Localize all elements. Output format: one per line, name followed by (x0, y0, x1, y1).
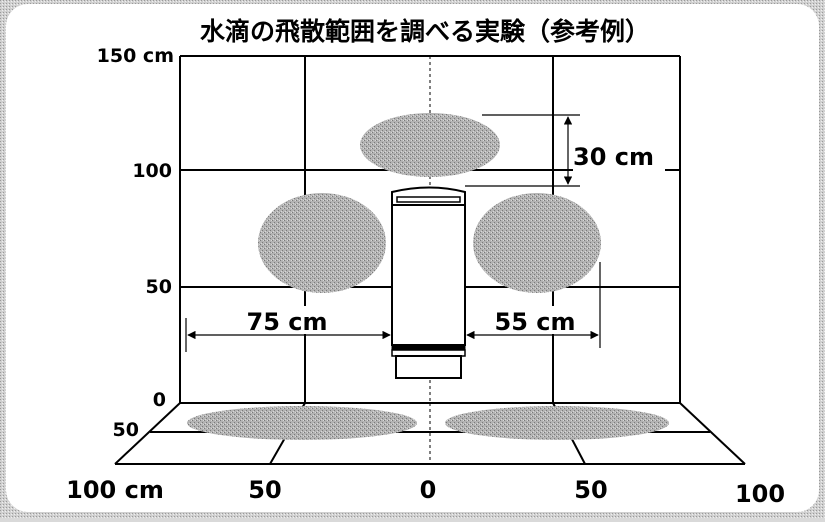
diagram-title: 水滴の飛散範囲を調べる実験（参考例） (200, 17, 650, 46)
dim-left-label-bg (218, 306, 356, 334)
depth-tick-50: 50 (113, 419, 139, 441)
dim-top-label: 30 cm (573, 143, 654, 171)
dimension-left-reach (185, 318, 391, 352)
appliance-unit (391, 186, 466, 379)
y-tick-150: 150 cm (97, 45, 174, 67)
dim-right-label: 55 cm (495, 308, 576, 336)
appliance-top-band (396, 196, 461, 203)
spray-right (473, 193, 601, 293)
dimension-top-gap (465, 114, 580, 187)
y-tick-50: 50 (146, 276, 172, 298)
x-tick-right-100: 100 (735, 480, 785, 508)
dim-right-label-bg (486, 306, 584, 334)
floor-side-left (114, 402, 181, 465)
floor-side-right (679, 402, 746, 465)
spray-left (258, 193, 386, 293)
y-tick-0: 0 (153, 389, 166, 411)
y-axis-labels: 150 cm 100 50 0 (97, 45, 174, 411)
dim-top-label-bg (573, 138, 665, 172)
x-tick-left-100: 100 cm (66, 476, 164, 504)
x-tick-left-50: 50 (248, 476, 281, 504)
spray-floor-right (445, 406, 669, 440)
appliance-stand (395, 355, 462, 379)
x-tick-0: 0 (420, 476, 437, 504)
x-tick-right-50: 50 (574, 476, 607, 504)
dim-left-label: 75 cm (247, 308, 328, 336)
spray-regions (187, 113, 669, 440)
x-axis-labels: 100 cm 50 0 50 100 (66, 476, 785, 508)
dimension-right-reach (466, 262, 601, 348)
appliance-body (391, 204, 466, 346)
spray-floor-left (187, 406, 417, 440)
spray-top (360, 113, 500, 177)
y-tick-100: 100 (132, 160, 172, 182)
